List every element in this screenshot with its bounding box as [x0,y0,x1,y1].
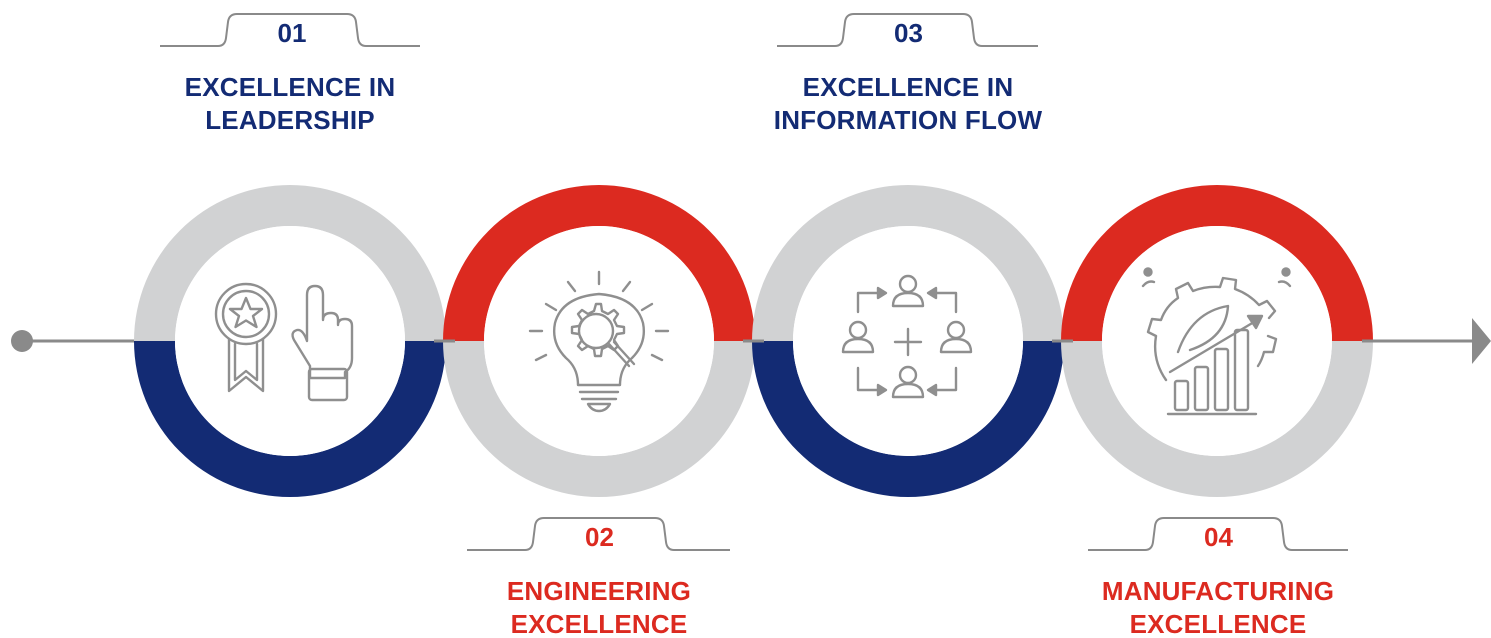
step-ring-4 [1061,185,1373,497]
step-ring-2 [443,185,755,497]
ring-2-bottom [443,341,755,497]
step-number-1: 01 [277,18,307,48]
step-number-4: 04 [1204,522,1233,552]
number-tab-2 [467,517,730,551]
ring-1-bottom [134,341,446,497]
ring-4-bottom [1061,341,1373,497]
number-tab-4 [1088,517,1348,551]
award-ribbon-and-pointing-hand-icon [214,282,354,402]
team-collaboration-arrows-icon [841,274,973,399]
number-tab-3 [777,13,1038,47]
ring-3-bottom [752,341,1064,497]
timeline-start-node [11,330,33,352]
lightbulb-gear-magnifier-icon [528,270,670,413]
step-number-3: 03 [894,18,923,48]
ring-1-top [134,185,446,341]
ring-4-top [1061,185,1373,341]
step-title-2: ENGINEERING EXCELLENCE [506,576,692,638]
number-tab-1 [160,13,420,47]
step-title-1: EXCELLENCE IN LEADERSHIP [184,72,396,135]
ring-2-top [443,185,755,341]
ring-3-top [752,185,1064,341]
step-title-4: MANUFACTURING EXCELLENCE [1101,576,1335,638]
gear-growth-chart-icon [1141,267,1292,416]
step-title-3: EXCELLENCE IN INFORMATION FLOW [773,72,1043,135]
timeline-arrow-head [1472,318,1491,364]
step-number-2: 02 [585,522,614,552]
step-ring-1 [134,185,446,497]
